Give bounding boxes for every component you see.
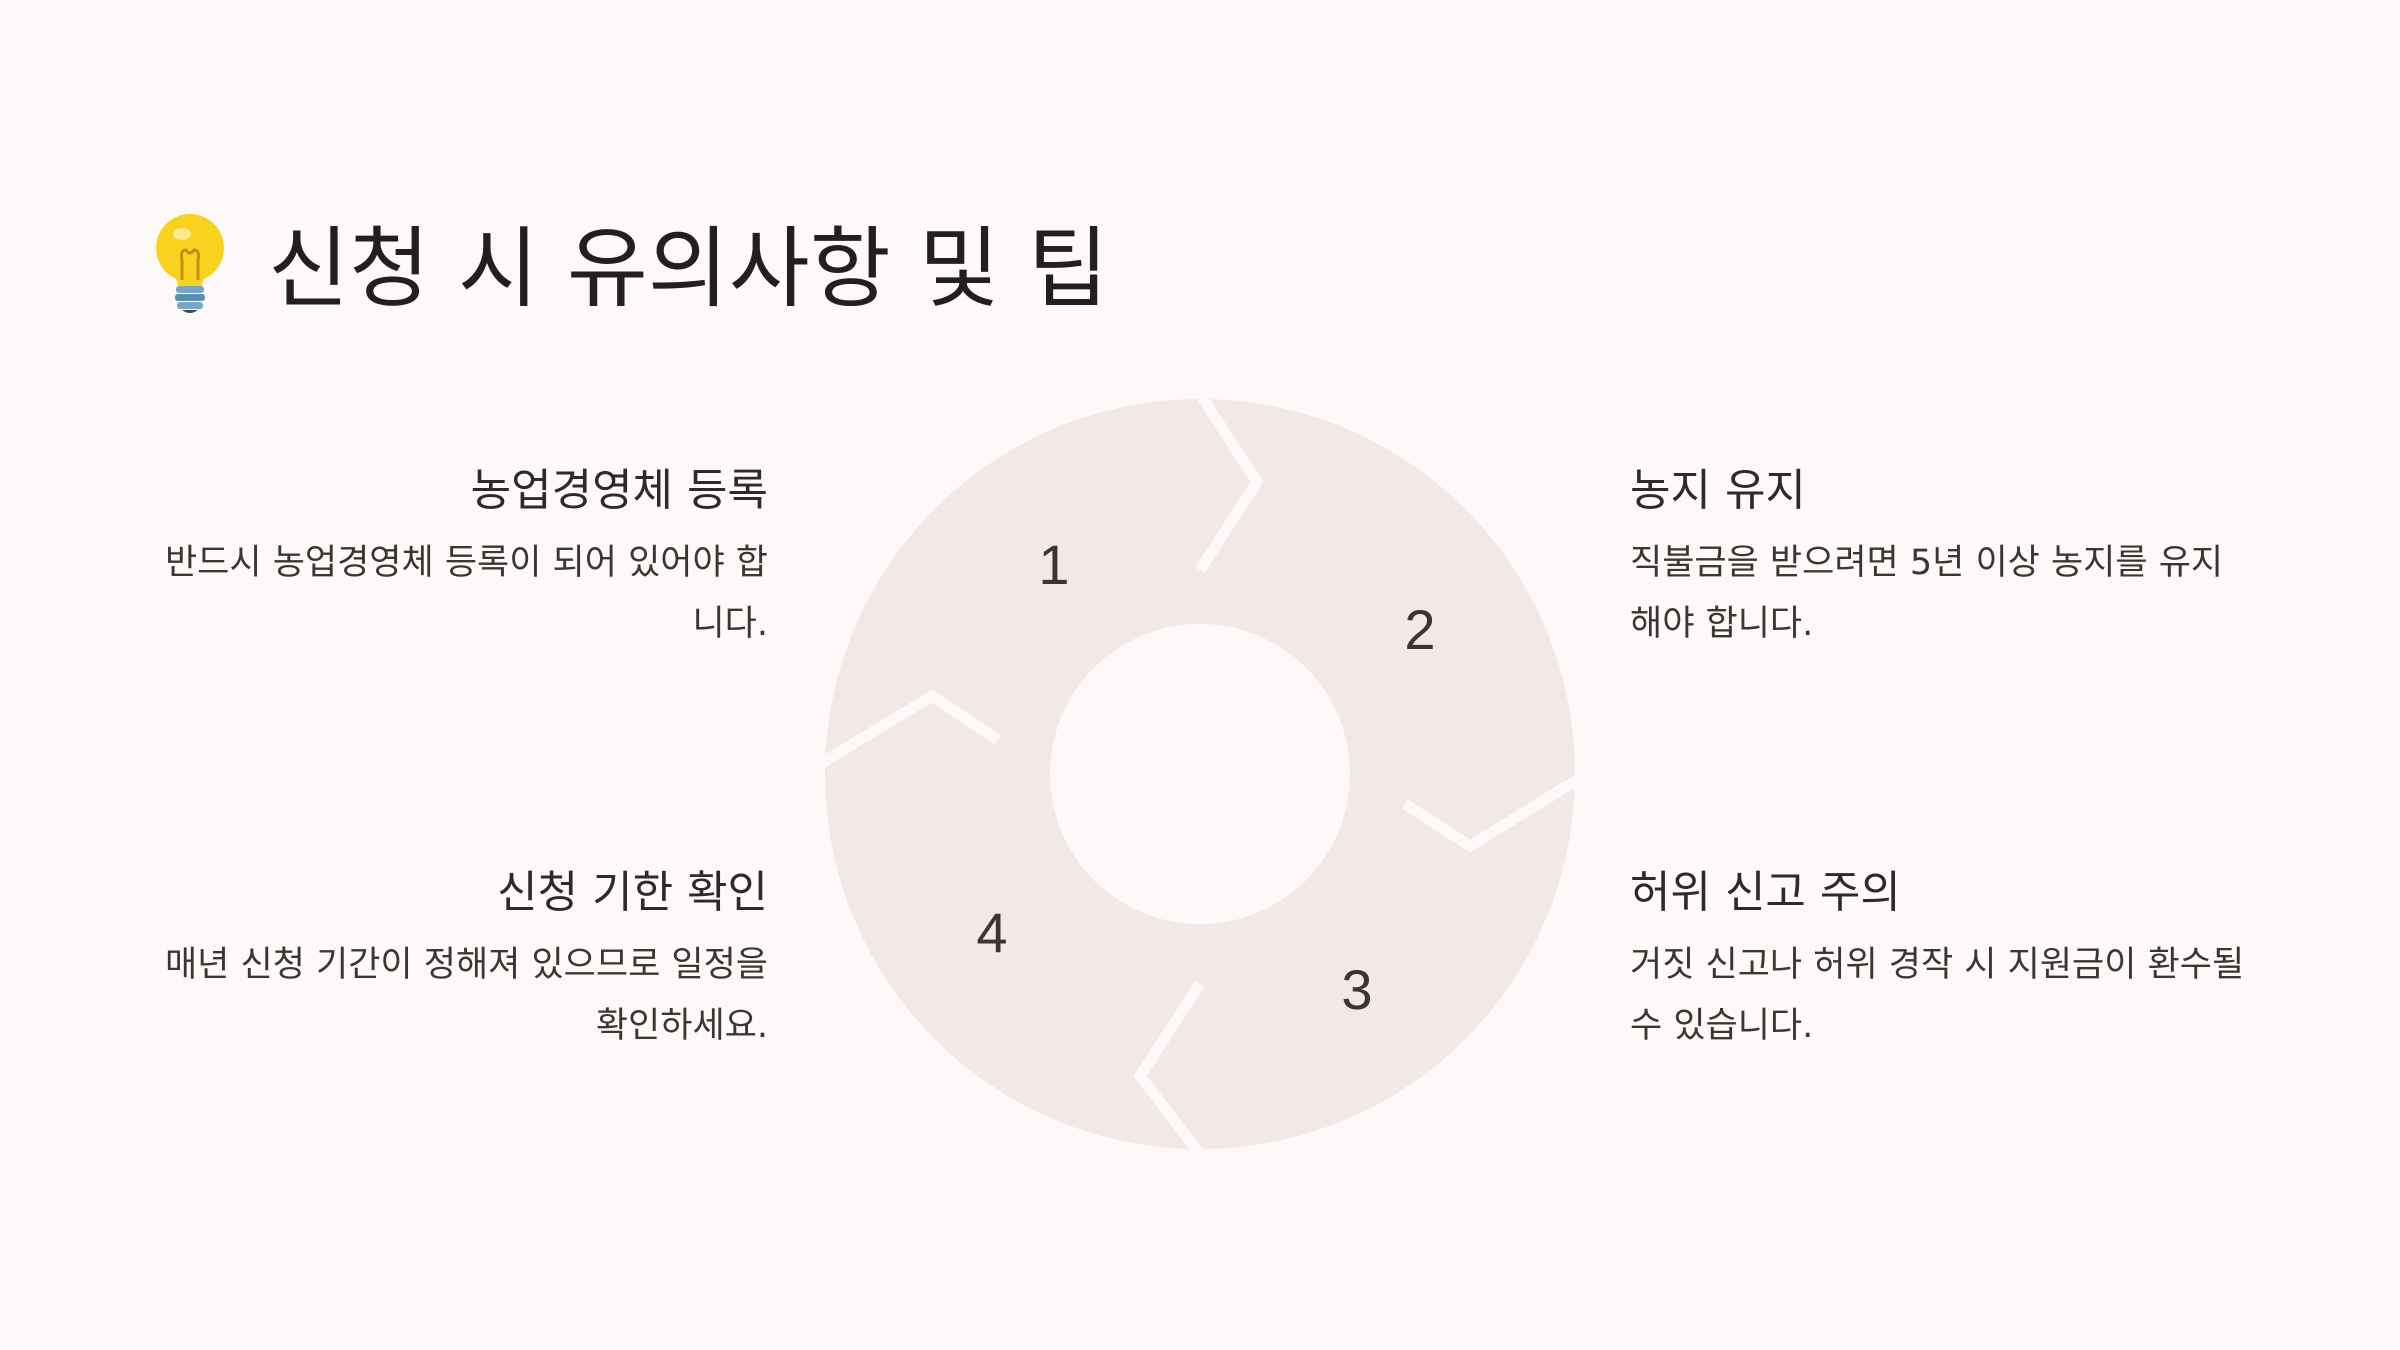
cycle-svg: 1 2 3 4 (820, 394, 1580, 1154)
step-3-description: 거짓 신고나 허위 경작 시 지원금이 환수될 수 있습니다. (1630, 945, 2245, 1047)
step-3-number: 3 (1341, 958, 1372, 1021)
step-4-description: 매년 신청 기간이 정해져 있으므로 일정을 확인하세요. (164, 945, 768, 1047)
cycle-diagram: 1 2 3 4 (820, 394, 1580, 1154)
cycle-ring (825, 399, 1575, 1149)
segment-separator-2 (1402, 773, 1580, 853)
lightbulb-icon (156, 214, 224, 313)
step-2-number: 2 (1404, 598, 1435, 661)
step-2-heading: 농지 유지 (1630, 465, 1806, 516)
segment-separator-3 (1133, 980, 1205, 1154)
step-1-description: 반드시 농업경영체 등록이 되어 있어야 합니다. (164, 543, 768, 645)
step-4-block: 신청 기한 확인 매년 신청 기간이 정해져 있으므로 일정을 확인하세요. (148, 864, 768, 1057)
step-4-heading: 신청 기한 확인 (497, 867, 768, 918)
step-1-number: 1 (1038, 533, 1069, 596)
segment-separator-4 (820, 689, 1002, 769)
step-1-block: 농업경영체 등록 반드시 농업경영체 등록이 되어 있어야 합니다. (148, 462, 768, 655)
step-2-block: 농지 유지 직불금을 받으려면 5년 이상 농지를 유지해야 합니다. (1630, 462, 2250, 655)
step-3-block: 허위 신고 주의 거짓 신고나 허위 경작 시 지원금이 환수될 수 있습니다. (1630, 864, 2250, 1057)
step-2-description: 직불금을 받으려면 5년 이상 농지를 유지해야 합니다. (1630, 543, 2224, 645)
title-row: 신청 시 유의사항 및 팁 (142, 196, 1109, 326)
step-1-heading: 농업경영체 등록 (470, 465, 768, 516)
step-4-number: 4 (976, 901, 1007, 964)
page-title: 신청 시 유의사항 및 팁 (268, 216, 1109, 320)
step-3-heading: 허위 신고 주의 (1630, 867, 1901, 918)
segment-separator-1 (1195, 394, 1264, 573)
